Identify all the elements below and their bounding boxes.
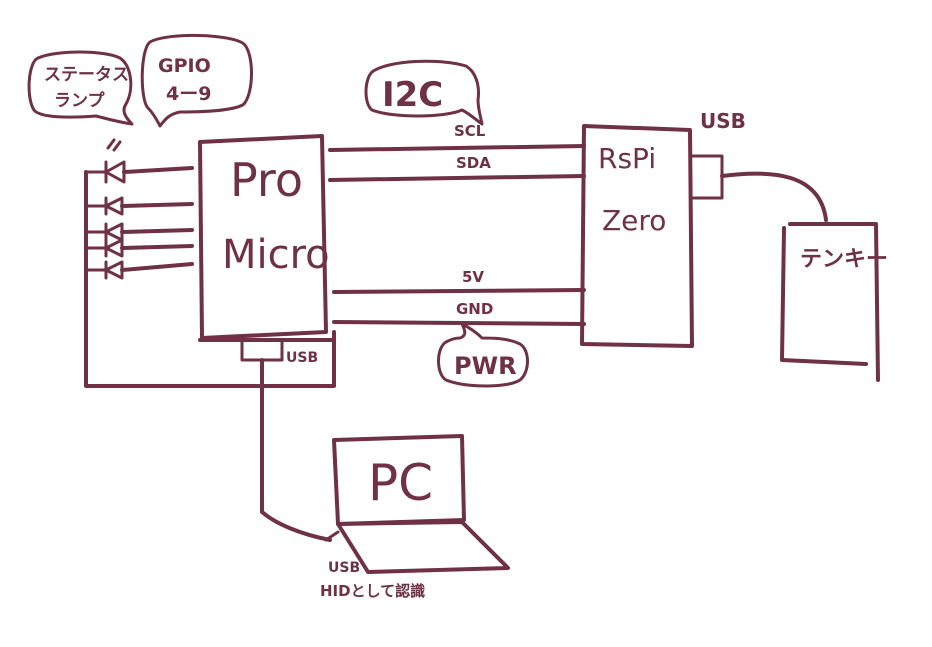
- led-icon: [104, 238, 124, 258]
- pro-micro-label-line1: Pro: [230, 153, 303, 207]
- led-icon: [104, 222, 124, 242]
- gpio-bubble: GPIO 4ー9: [140, 33, 253, 128]
- led-icon: [104, 138, 126, 184]
- status-lamp-bubble: ステータス ランプ: [27, 50, 134, 126]
- rspi-label-line1: RsPi: [598, 142, 656, 175]
- led-icon: [104, 196, 124, 216]
- pc-usb-label: USB: [328, 560, 360, 576]
- sda-label: SDA: [456, 154, 491, 172]
- status-lamp-circuit: [84, 138, 336, 388]
- status-lamp-label-line1: ステータス: [44, 65, 129, 85]
- i2c-bubble: I2C: [364, 59, 484, 126]
- pro-micro-board: Pro Micro USB: [198, 134, 334, 366]
- scl-label: SCL: [454, 122, 486, 140]
- i2c-label: I2C: [382, 75, 443, 115]
- rspi-zero-board: RsPi Zero USB: [580, 109, 828, 348]
- tenkey-device: テンキー: [780, 222, 888, 382]
- pwr-bubble: PWR: [437, 322, 529, 388]
- gpio-label-line1: GPIO: [158, 55, 211, 77]
- tenkey-label: テンキー: [800, 247, 888, 272]
- wires: SCL SDA 5V GND: [328, 122, 586, 326]
- pc-label: PC: [368, 454, 433, 512]
- rspi-label-line2: Zero: [602, 204, 666, 237]
- pwr-label: PWR: [454, 352, 517, 380]
- pro-micro-label-line2: Micro: [222, 232, 330, 278]
- hid-recognition-note: HIDとして認識: [320, 582, 425, 600]
- pro-micro-usb-label: USB: [286, 350, 318, 366]
- gnd-label: GND: [456, 300, 493, 318]
- gpio-label-line2: 4ー9: [166, 83, 211, 105]
- laptop-pc: PC USB HIDとして認識: [320, 434, 510, 600]
- pc-usb-cable: [260, 358, 332, 542]
- rspi-usb-label: USB: [700, 109, 746, 133]
- status-lamp-label-line2: ランプ: [54, 90, 105, 111]
- 5v-label: 5V: [462, 268, 484, 286]
- led-icon: [104, 260, 124, 280]
